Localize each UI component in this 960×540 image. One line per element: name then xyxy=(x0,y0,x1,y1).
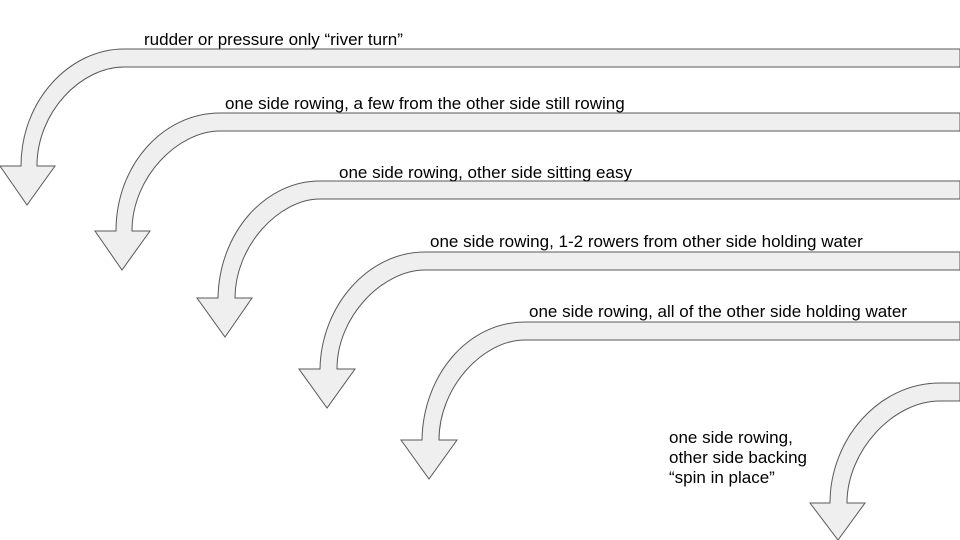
curved-arrow-2 xyxy=(94,112,960,271)
curved-arrow-6 xyxy=(808,382,960,540)
arrow-6-label-line-2: other side backing xyxy=(669,448,807,467)
arrow-1-label: rudder or pressure only “river turn” xyxy=(144,30,403,49)
arrow-2-label: one side rowing, a few from the other si… xyxy=(225,94,625,113)
arrow-6-label-line-1: one side rowing, xyxy=(669,428,793,447)
curved-arrow-4 xyxy=(298,251,960,409)
arrow-6-label-line-3: “spin in place” xyxy=(669,468,775,487)
arrow-5-label: one side rowing, all of the other side h… xyxy=(529,302,908,321)
curved-arrow-5 xyxy=(400,321,960,480)
arrow-6-label: one side rowing, other side backing “spi… xyxy=(669,428,807,488)
curved-arrow-3 xyxy=(196,180,960,338)
arrow-3-label: one side rowing, other side sitting easy xyxy=(339,163,632,182)
arrow-4-label: one side rowing, 1-2 rowers from other s… xyxy=(430,232,863,251)
curved-arrow-1 xyxy=(0,48,960,206)
